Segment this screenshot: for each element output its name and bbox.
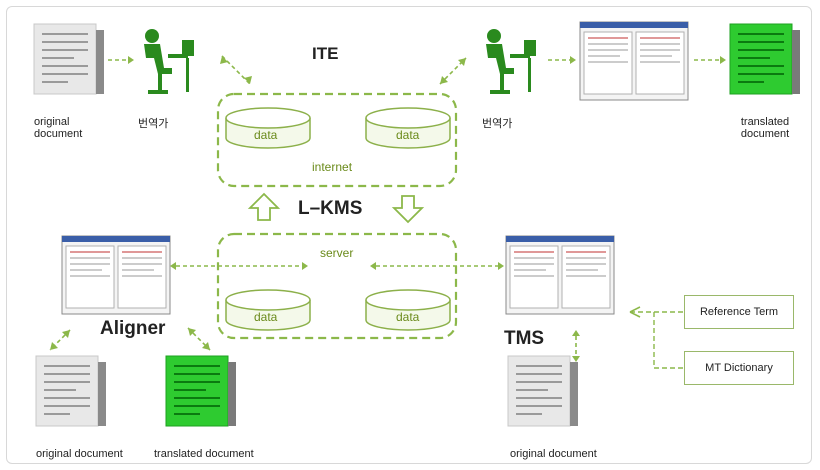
tms-original-document-label: original document [510, 448, 597, 460]
aligner-original-document-label: original document [36, 448, 123, 460]
translation-tool-screenshot-icon [579, 21, 689, 101]
internet-db1-label: data [254, 128, 278, 142]
original-document-top-icon [33, 23, 105, 95]
tms-screenshot-icon [505, 235, 615, 315]
server-label: server [320, 246, 354, 260]
ite-title: ITE [312, 44, 339, 63]
translator-left-icon [144, 29, 194, 94]
aligner-translated-document-icon [165, 355, 237, 427]
aligner-original-document-icon [35, 355, 107, 427]
internet-db2-label: data [396, 128, 420, 142]
translator-right-label: 번역가 [482, 118, 513, 130]
lkms-label: L–KMS [298, 198, 363, 219]
translator-left-label: 번역가 [138, 118, 169, 130]
reference-term-box: Reference Term [684, 295, 794, 329]
aligner-screenshot-icon [61, 235, 171, 315]
translated-document-top-label: translated document [740, 116, 790, 140]
original-document-top-label: original document [34, 116, 83, 140]
aligner-translated-document-label: translated document [154, 448, 254, 460]
server-db1-label: data [254, 310, 278, 324]
mt-dictionary-box: MT Dictionary [684, 351, 794, 385]
server-db2-label: data [396, 310, 420, 324]
tms-label: TMS [504, 328, 545, 349]
translator-right-icon [486, 29, 536, 94]
server-container [216, 232, 458, 340]
tms-original-document-icon [507, 355, 579, 427]
internet-container [216, 92, 458, 188]
translated-document-top-icon [729, 23, 801, 95]
diagram-frame [6, 6, 812, 464]
upload-arrow-icon [247, 192, 281, 221]
download-arrow-icon [391, 195, 425, 224]
internet-label: internet [312, 160, 353, 174]
aligner-label: Aligner [100, 318, 166, 339]
